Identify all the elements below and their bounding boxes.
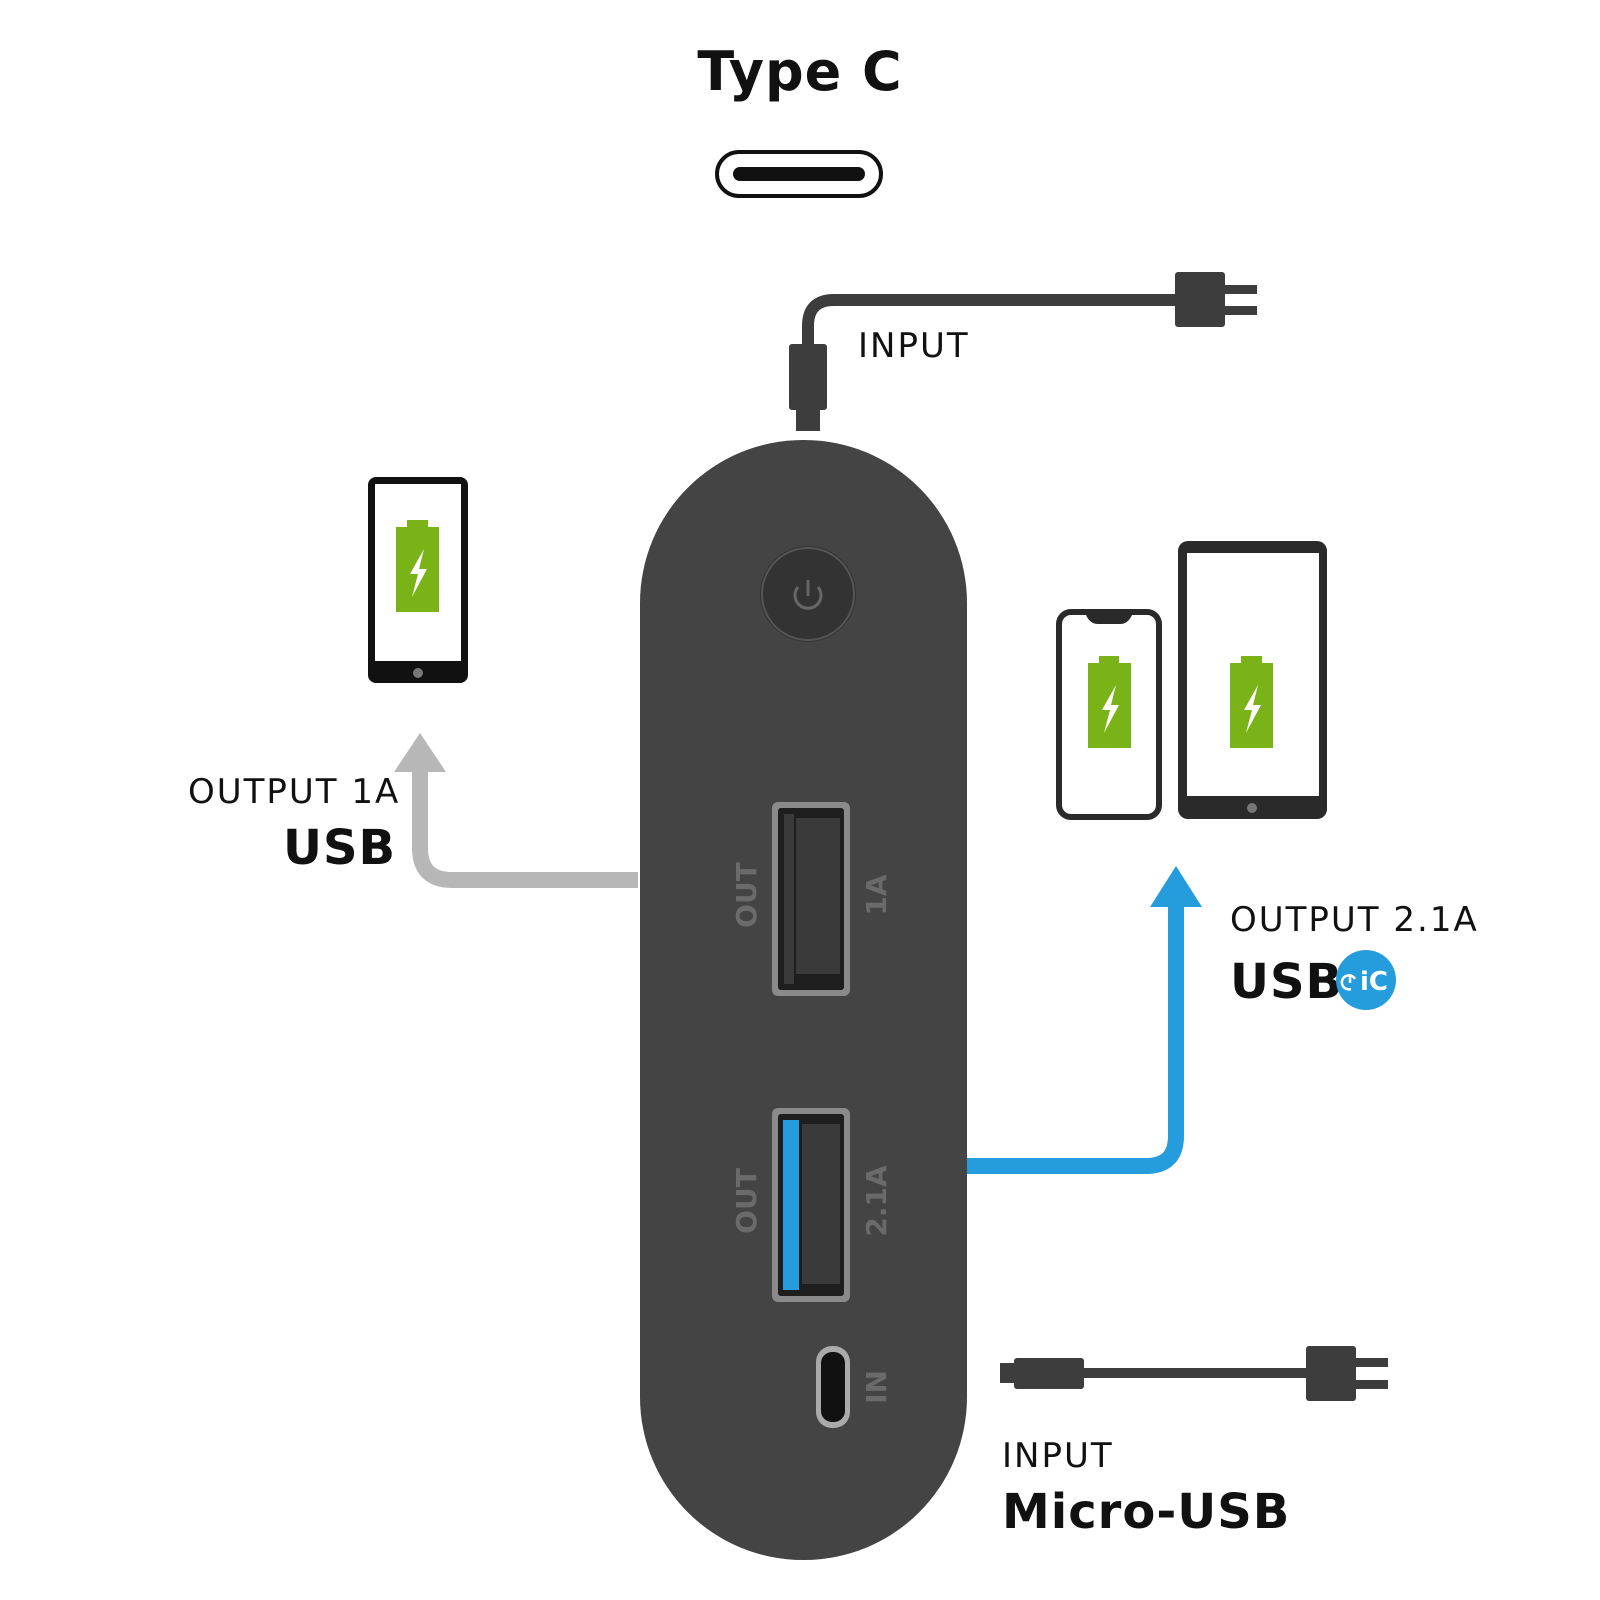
output-right-label: OUTPUT 2.1A xyxy=(1230,900,1479,940)
input-cable-bottom xyxy=(1000,1358,1310,1389)
diagram-title: Type C xyxy=(697,40,903,103)
micro-port-dir-label: IN xyxy=(860,1370,893,1404)
port-1-rating-label: 1A xyxy=(860,874,893,915)
badge-text: iC xyxy=(1360,967,1388,997)
battery-charging-icon xyxy=(396,520,439,612)
phone-icon-left xyxy=(368,477,468,683)
input-top-label: INPUT xyxy=(858,326,970,366)
micro-usb-port xyxy=(816,1346,850,1428)
usb-port-21a xyxy=(772,1108,850,1302)
power-bank xyxy=(640,440,967,1560)
output-left-label: OUTPUT 1A xyxy=(188,772,401,812)
power-button[interactable] xyxy=(760,546,856,642)
wall-plug-icon xyxy=(1175,272,1257,327)
output-left-type: USB xyxy=(283,820,397,876)
output-left-arrow xyxy=(394,733,638,888)
input-cable-top xyxy=(789,294,1190,431)
usb-c-port-icon xyxy=(715,150,883,198)
wall-plug-icon xyxy=(1306,1346,1388,1401)
input-bottom-label: INPUT xyxy=(1002,1436,1114,1476)
power-icon xyxy=(1340,974,1357,991)
usb-port-1a xyxy=(772,802,850,996)
output-right-arrow xyxy=(966,866,1202,1174)
smart-ic-badge: iC xyxy=(1336,950,1396,1010)
smartphone-icon-right xyxy=(1056,609,1162,820)
port-2-dir-label: OUT xyxy=(730,1168,763,1234)
port-1-dir-label: OUT xyxy=(730,862,763,928)
input-bottom-type: Micro-USB xyxy=(1002,1484,1291,1540)
output-right-type: USB xyxy=(1230,954,1344,1010)
tablet-icon xyxy=(1178,541,1327,819)
battery-charging-icon xyxy=(1230,656,1273,748)
power-icon xyxy=(793,580,823,610)
battery-charging-icon xyxy=(1088,656,1131,748)
port-2-rating-label: 2.1A xyxy=(860,1165,893,1237)
